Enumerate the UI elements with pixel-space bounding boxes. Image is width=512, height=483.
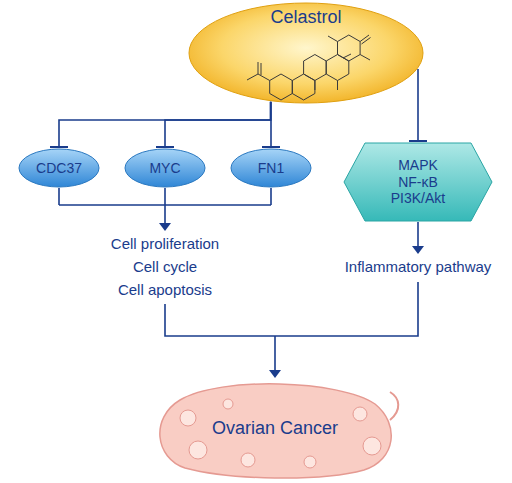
follicle <box>180 410 196 426</box>
node-text: CDC37 <box>36 160 82 177</box>
outcome-label: Cell apoptosis <box>118 281 212 299</box>
bond <box>362 38 371 45</box>
bond <box>258 62 259 74</box>
ellipse-outline <box>125 149 205 187</box>
ellipse-node: Celastrol <box>188 2 424 104</box>
arrowhead <box>412 246 424 254</box>
bond <box>337 81 338 91</box>
follicle <box>304 456 316 468</box>
node-text: MYC <box>149 160 180 177</box>
inhibition-bar <box>156 146 174 148</box>
bond <box>247 74 258 80</box>
ovary-outline <box>160 384 391 478</box>
ellipse-outline <box>19 149 99 187</box>
ellipse-node: FN1 <box>230 148 312 188</box>
inhibition-bar <box>50 146 68 148</box>
bond <box>314 81 315 91</box>
node-text: FN1 <box>258 160 284 177</box>
follicles <box>180 399 381 468</box>
ring <box>292 74 315 100</box>
bond <box>360 55 370 61</box>
bond <box>328 36 338 42</box>
outcome-label: Cell cycle <box>133 258 197 276</box>
ellipse-node: CDC37 <box>18 148 100 188</box>
ring <box>326 55 349 81</box>
pathway-hexagon: MAPKNF-κBPI3K/Akt <box>343 142 493 222</box>
ellipse-outline <box>189 3 423 103</box>
follicle <box>223 399 233 409</box>
ellipse-node: MYC <box>124 148 206 188</box>
ring <box>270 74 293 100</box>
arrowhead <box>159 223 171 231</box>
outcome-label: Cell proliferation <box>111 235 219 253</box>
arrowhead <box>269 370 281 378</box>
inhibition-connector <box>50 102 271 147</box>
merge-line <box>59 188 271 224</box>
follicle <box>189 441 207 459</box>
node-text: Celastrol <box>270 7 341 29</box>
inhibition-connector <box>262 102 280 147</box>
connector-line <box>270 102 272 147</box>
node-text: MAPK <box>398 157 438 174</box>
outcome-label: Inflammatory pathway <box>345 258 492 276</box>
bond <box>360 35 369 42</box>
tube-line <box>390 392 398 420</box>
follicle <box>363 437 381 455</box>
follicle <box>353 407 367 421</box>
node-text: PI3K/Akt <box>391 190 445 207</box>
ring <box>304 55 327 81</box>
bond <box>343 54 351 58</box>
inhibition-bar <box>409 140 427 142</box>
bond <box>258 74 270 81</box>
flow-line <box>417 222 419 247</box>
node-text: NF-κB <box>398 174 438 191</box>
follicle <box>241 453 255 467</box>
inhibition-connector <box>156 102 271 147</box>
molecule-structure <box>247 35 371 100</box>
hexagon-outline <box>344 143 492 221</box>
ring <box>338 35 361 61</box>
bond <box>261 63 262 75</box>
connector-line <box>417 69 419 141</box>
ovary-shape: Ovarian Cancer <box>150 380 400 478</box>
inhibition-connector <box>409 69 427 141</box>
node-text: Ovarian Cancer <box>212 418 338 440</box>
connector-line <box>59 102 271 147</box>
connector-line <box>165 102 271 147</box>
inhibition-bar <box>262 146 280 148</box>
ellipse-outline <box>231 149 311 187</box>
